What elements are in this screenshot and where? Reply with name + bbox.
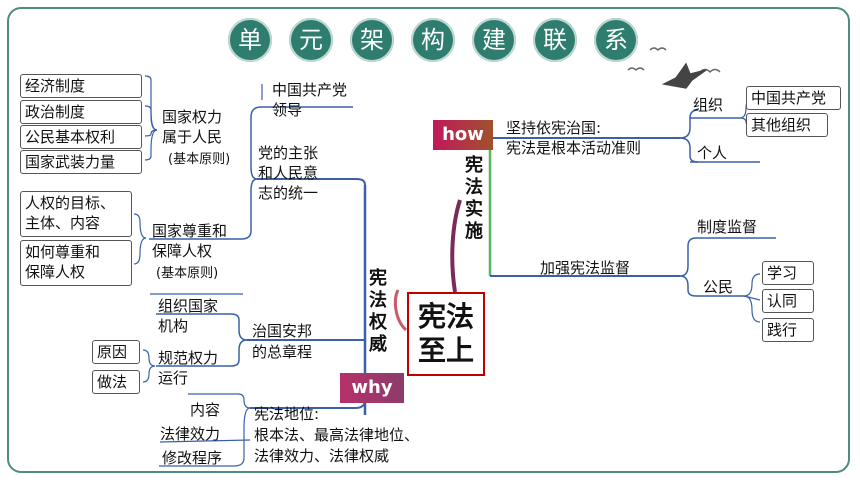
why-char-1: 宪 — [369, 268, 387, 289]
why-char-3: 权 — [369, 312, 387, 333]
human-rights-goal-box: 人权的目标、 主体、内容 — [20, 191, 132, 237]
rule-by-constitution-line-2: 宪法是根本活动准则 — [506, 139, 642, 157]
party-leadership-line-2: 领导 — [272, 101, 303, 119]
political-system-box: 政治制度 — [20, 100, 142, 124]
birds-decoration-icon — [627, 47, 721, 89]
charter-line-2: 的总章程 — [252, 343, 313, 361]
content-label: 内容 — [190, 401, 221, 419]
title-char-3: 架 — [350, 18, 394, 62]
title-char-5: 建 — [472, 18, 516, 62]
party-leadership-line-1: 中国共产党 — [272, 81, 348, 99]
how-char-4: 施 — [465, 221, 483, 242]
title-char-7: 系 — [594, 18, 638, 62]
practice-box: 践行 — [762, 318, 814, 342]
economic-system-box: 经济制度 — [20, 74, 142, 98]
respect-rights-line-1: 如何尊重和 — [25, 243, 101, 261]
identify-box: 认同 — [762, 289, 814, 313]
charter-line-1: 治国安邦 — [252, 322, 313, 340]
system-supervision-label: 制度监督 — [697, 218, 758, 236]
unity-line-2: 和人民意 — [258, 164, 319, 182]
supervision-label: 加强宪法监督 — [540, 259, 631, 277]
organize-state-line-1: 组织国家 — [158, 297, 219, 315]
title-char-2: 元 — [289, 18, 333, 62]
how-char-2: 法 — [465, 177, 483, 198]
amendment-label: 修改程序 — [162, 449, 223, 467]
why-vertical-label: 宪 法 权 威 — [367, 268, 389, 356]
unity-line-3: 志的统一 — [258, 184, 319, 202]
title-char-4: 构 — [411, 18, 455, 62]
human-rights-goal-line-1: 人权的目标、 — [25, 194, 116, 212]
why-connector — [393, 289, 408, 332]
citizen-label: 公民 — [703, 278, 734, 296]
status-line-3: 法律效力、法律权威 — [254, 447, 390, 465]
power-line-1: 国家权力 — [162, 108, 223, 126]
power-principle: (基本原则) — [168, 152, 231, 167]
how-vertical-label: 宪 法 实 施 — [463, 155, 485, 243]
center-line-1: 宪法 — [417, 300, 474, 333]
human-rights-principle: (基本原则) — [156, 266, 219, 281]
title-char-1: 单 — [228, 18, 272, 62]
citizen-rights-box: 公民基本权利 — [20, 125, 142, 149]
how-char-1: 宪 — [465, 155, 483, 176]
other-org-box: 其他组织 — [746, 113, 828, 137]
learn-box: 学习 — [762, 261, 814, 285]
regulate-power-line-2: 运行 — [158, 369, 189, 387]
status-line-1: 宪法地位: — [254, 405, 320, 423]
organization-label: 组织 — [693, 96, 724, 114]
reason-box: 原因 — [92, 340, 140, 364]
unity-line-1: 党的主张 — [258, 144, 319, 162]
individual-label: 个人 — [697, 144, 728, 162]
human-rights-line-1: 国家尊重和 — [152, 222, 228, 240]
rule-by-constitution: 坚持依宪治国: — [506, 119, 602, 137]
legal-effect-label: 法律效力 — [160, 425, 221, 443]
respect-rights-line-2: 保障人权 — [25, 263, 86, 281]
human-rights-goal-line-2: 主体、内容 — [25, 214, 101, 232]
title-char-6: 联 — [533, 18, 577, 62]
why-char-2: 法 — [369, 290, 387, 311]
how-connector — [450, 199, 462, 293]
title-bar: 单 元 架 构 建 联 系 — [228, 18, 638, 64]
how-char-3: 实 — [465, 199, 483, 220]
armed-forces-box: 国家武装力量 — [20, 150, 142, 174]
cpc-box: 中国共产党 — [746, 86, 841, 110]
regulate-power-line-1: 规范权力 — [158, 349, 219, 367]
organize-state-line-2: 机构 — [158, 317, 189, 335]
power-line-2: 属于人民 — [162, 128, 223, 146]
why-char-4: 威 — [369, 334, 387, 355]
center-node: 宪法 至上 — [407, 292, 485, 376]
slide-frame — [7, 7, 850, 473]
human-rights-line-2: 保障人权 — [152, 242, 213, 260]
respect-rights-box: 如何尊重和 保障人权 — [20, 240, 132, 286]
why-tag: why — [340, 373, 404, 403]
status-line-2: 根本法、最高法律地位、 — [254, 426, 420, 444]
method-box: 做法 — [92, 370, 140, 394]
center-line-2: 至上 — [417, 334, 474, 367]
how-tag: how — [433, 120, 493, 150]
